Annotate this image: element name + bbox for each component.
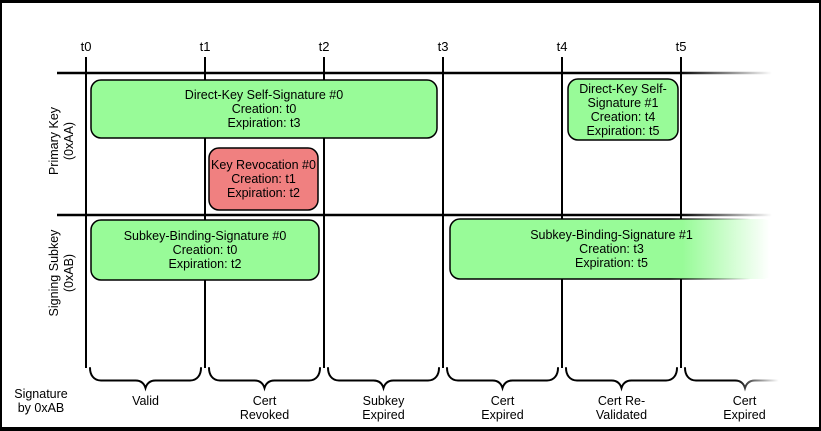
brace-cert-revoked	[208, 367, 321, 392]
tick-label-t1: t1	[199, 39, 211, 54]
box-text-key-revocation-0: Key Revocation #0 Creation: t1 Expiratio…	[211, 158, 316, 200]
interval-label-cert-expired: Cert Expired	[481, 394, 524, 422]
interval-label-subkey-expired: Subkey Expired	[362, 394, 405, 422]
interval-label-cert-expired-final: Cert Expired	[723, 394, 766, 422]
box-key-revocation-0	[208, 147, 319, 211]
interval-label-cert-revalidated: Cert Re- Validated	[595, 394, 648, 422]
brace-cert-revalidated	[565, 367, 678, 392]
box-subkey-binding-signature-1	[449, 218, 774, 280]
tick-label-t5: t5	[675, 39, 687, 54]
brace-cert-expired-final	[684, 367, 806, 392]
box-text-subkey-binding-signature-1: Subkey-Binding-Signature #1 Creation: t3…	[530, 228, 693, 270]
row-label-primary-key: Primary Key (0xAA)	[47, 106, 76, 176]
box-direct-key-self-signature-1	[567, 78, 679, 141]
brace-cert-expired	[446, 367, 559, 392]
tick-label-t2: t2	[318, 39, 330, 54]
box-text-subkey-binding-signature-0: Subkey-Binding-Signature #0 Creation: t0…	[123, 229, 287, 271]
tick-label-t4: t4	[556, 39, 568, 54]
interval-label-valid: Valid	[132, 394, 159, 408]
brace-valid	[89, 367, 202, 392]
box-text-direct-key-self-signature-1: Direct-Key Self- Signature #1 Creation: …	[579, 81, 667, 138]
box-text-direct-key-self-signature-0: Direct-Key Self-Signature #0 Creation: t…	[184, 88, 344, 130]
tick-label-t3: t3	[437, 39, 449, 54]
row-label-signing-subkey: Signing Subkey (0xAB)	[47, 229, 76, 317]
brace-subkey-expired	[327, 367, 440, 392]
legend-signature-by-0xab: Signature by 0xAB	[14, 387, 68, 415]
box-direct-key-self-signature-0	[90, 79, 438, 139]
tick-label-t0: t0	[80, 39, 92, 54]
interval-label-cert-revoked: Cert Revoked	[239, 394, 290, 422]
box-subkey-binding-signature-0	[90, 219, 320, 281]
